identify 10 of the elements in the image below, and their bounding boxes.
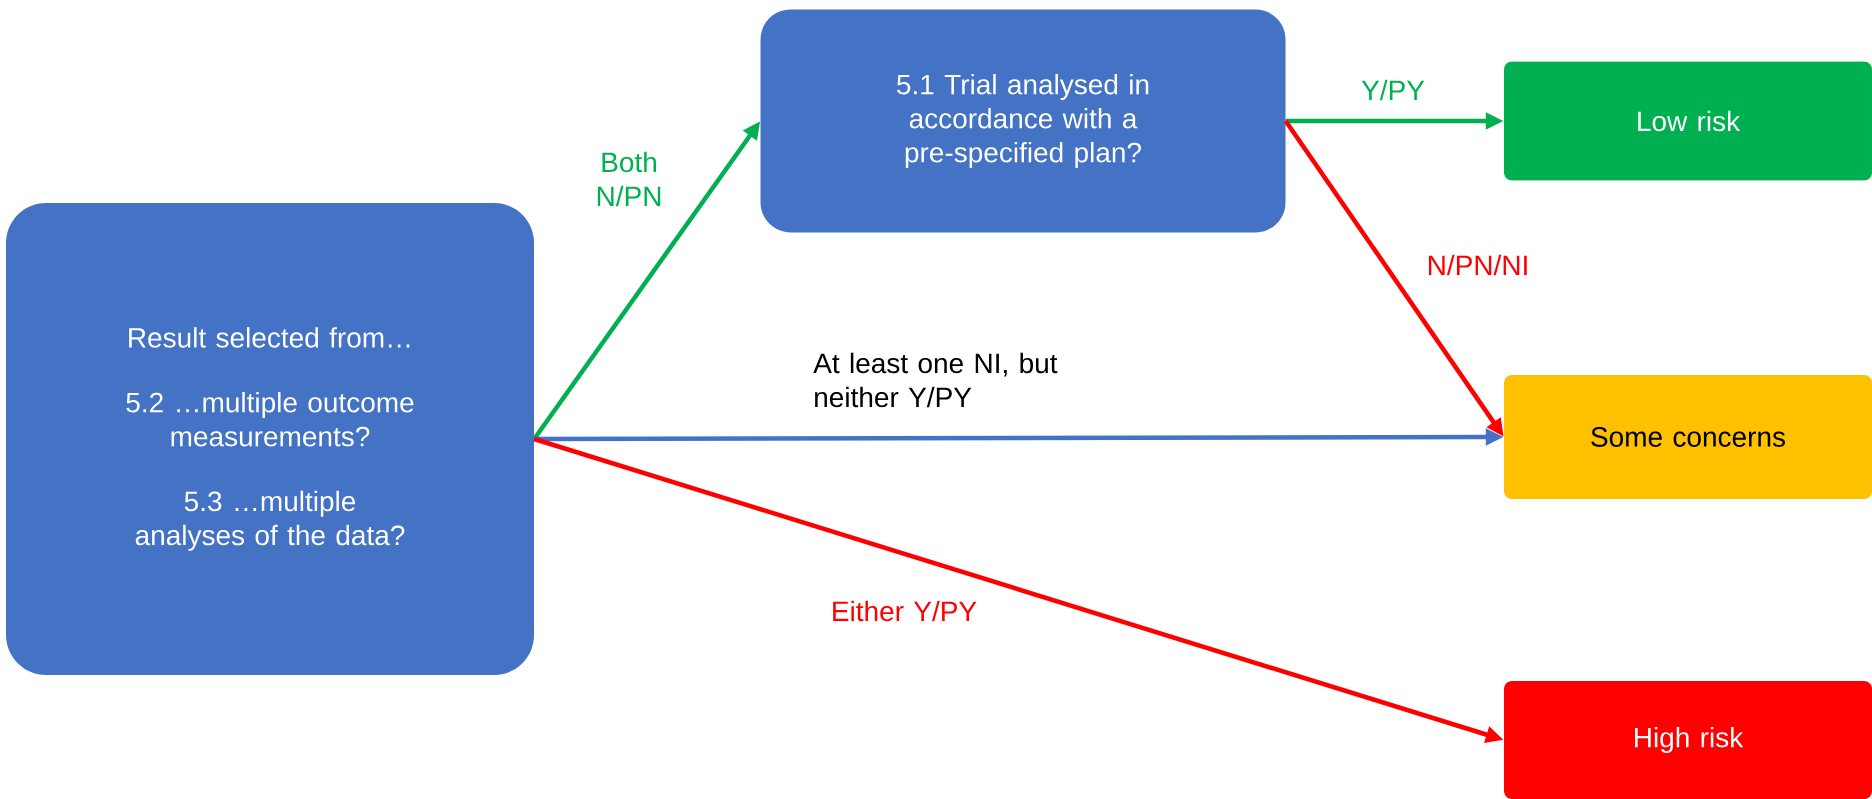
process-box: High risk [1504, 681, 1872, 799]
edge-label: At least one NI, but neither Y/PY [813, 352, 1058, 408]
edge-label: Both N/PN [597, 151, 661, 207]
process-box: Result selected from… 5.2 …multiple outcome measurements? 5.3 …multiple analyses of the data? [6, 203, 534, 675]
edge-label: N/PN/NI [1428, 254, 1527, 276]
edge-label: Y/PY [1361, 79, 1425, 101]
edge-label: Either Y/PY [833, 600, 977, 622]
process-box: Low risk [1504, 61, 1872, 181]
process-box: 5.1 Trial analysed in accordance with a pre-specified plan? [760, 9, 1286, 233]
process-box: Some concerns [1504, 375, 1872, 499]
